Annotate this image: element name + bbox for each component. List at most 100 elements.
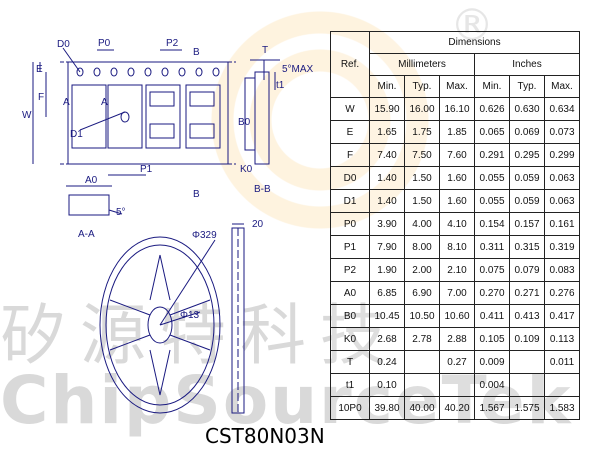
- row-value: 1.575: [509, 396, 545, 420]
- sprocket-holes: [76, 67, 220, 77]
- label-a0: A0: [85, 175, 98, 186]
- row-value: [439, 373, 475, 397]
- row-value: 1.85: [439, 120, 475, 144]
- row-value: 0.105: [474, 327, 510, 351]
- row-value: 0.10: [369, 373, 405, 397]
- row-value: 0.270: [474, 281, 510, 305]
- row-value: [404, 373, 440, 397]
- label-t1: t1: [276, 80, 285, 91]
- label-p2: P2: [166, 38, 179, 49]
- millimeters-header: Millimeters: [369, 53, 475, 76]
- row-value: 7.90: [369, 235, 405, 259]
- row-value: 8.00: [404, 235, 440, 259]
- row-value: 0.626: [474, 97, 510, 121]
- row-value: 0.079: [509, 258, 545, 282]
- row-value: 0.634: [544, 97, 580, 121]
- row-value: 0.417: [544, 304, 580, 328]
- row-value: 0.055: [474, 189, 510, 213]
- row-ref: P0: [330, 212, 370, 236]
- row-value: 16.00: [404, 97, 440, 121]
- row-value: 0.24: [369, 350, 405, 374]
- label-d1: D1: [70, 129, 83, 140]
- row-value: 0.413: [509, 304, 545, 328]
- row-value: 0.083: [544, 258, 580, 282]
- label-w: W: [22, 110, 32, 121]
- row-value: 2.68: [369, 327, 405, 351]
- row-value: 0.271: [509, 281, 545, 305]
- row-value: 7.00: [439, 281, 475, 305]
- reel-outline: [99, 236, 221, 414]
- label-d0: D0: [57, 39, 70, 50]
- row-value: 39.80: [369, 396, 405, 420]
- label-t: T: [262, 45, 268, 56]
- label-p0: P0: [98, 38, 111, 49]
- row-value: [544, 373, 580, 397]
- row-value: 2.78: [404, 327, 440, 351]
- row-value: 0.311: [474, 235, 510, 259]
- row-value: 2.00: [404, 258, 440, 282]
- label-a-left: A: [63, 97, 70, 108]
- row-value: 0.073: [544, 120, 580, 144]
- label-5max: 5°MAX: [282, 64, 314, 75]
- label-f: F: [38, 92, 44, 103]
- row-value: 0.075: [474, 258, 510, 282]
- row-value: 40.00: [404, 396, 440, 420]
- label-hub-diameter: Φ13: [180, 310, 200, 321]
- tape-reel-drawing: D0 P0 P2 E F W A A D1 P1 B B T t1 5°MAX …: [22, 38, 314, 414]
- row-value: 1.65: [369, 120, 405, 144]
- row-value: 7.50: [404, 143, 440, 167]
- row-value: 0.157: [509, 212, 545, 236]
- row-value: 1.90: [369, 258, 405, 282]
- row-value: 0.004: [474, 373, 510, 397]
- row-value: 1.567: [474, 396, 510, 420]
- pocket-1: [71, 84, 107, 149]
- label-p1: P1: [140, 164, 153, 175]
- sub-header-in-typ: Typ.: [509, 75, 545, 98]
- row-value: 0.319: [544, 235, 580, 259]
- label-reel-width: 20: [252, 219, 264, 230]
- row-value: 10.45: [369, 304, 405, 328]
- row-value: 6.85: [369, 281, 405, 305]
- row-value: 0.059: [509, 189, 545, 213]
- label-reel-diameter: Φ329: [192, 230, 217, 241]
- label-e: E: [36, 64, 43, 75]
- row-value: 1.40: [369, 166, 405, 190]
- row-value: 0.154: [474, 212, 510, 236]
- row-value: 0.059: [509, 166, 545, 190]
- row-value: 0.011: [544, 350, 580, 374]
- row-ref: D0: [330, 166, 370, 190]
- row-value: 1.50: [404, 189, 440, 213]
- row-value: 0.063: [544, 166, 580, 190]
- row-value: 1.60: [439, 189, 475, 213]
- row-value: 0.27: [439, 350, 475, 374]
- row-value: [509, 350, 545, 374]
- table-title: Dimensions: [369, 31, 580, 54]
- row-value: 0.315: [509, 235, 545, 259]
- row-value: 1.50: [404, 166, 440, 190]
- pocket-2: [107, 84, 143, 149]
- row-ref: 10P0: [330, 396, 370, 420]
- row-value: 0.291: [474, 143, 510, 167]
- label-a-right: A: [101, 97, 108, 108]
- ref-header: Ref.: [330, 31, 370, 98]
- row-value: 1.60: [439, 166, 475, 190]
- row-value: 10.50: [404, 304, 440, 328]
- row-value: 0.630: [509, 97, 545, 121]
- row-ref: t1: [330, 373, 370, 397]
- row-ref: E: [330, 120, 370, 144]
- row-value: 1.75: [404, 120, 440, 144]
- label-section-aa: A-A: [78, 229, 95, 240]
- dimensions-table: Ref. Dimensions Millimeters Inches Min. …: [330, 31, 580, 420]
- row-value: 0.276: [544, 281, 580, 305]
- row-ref: W: [330, 97, 370, 121]
- sub-header-in-max: Max.: [544, 75, 580, 98]
